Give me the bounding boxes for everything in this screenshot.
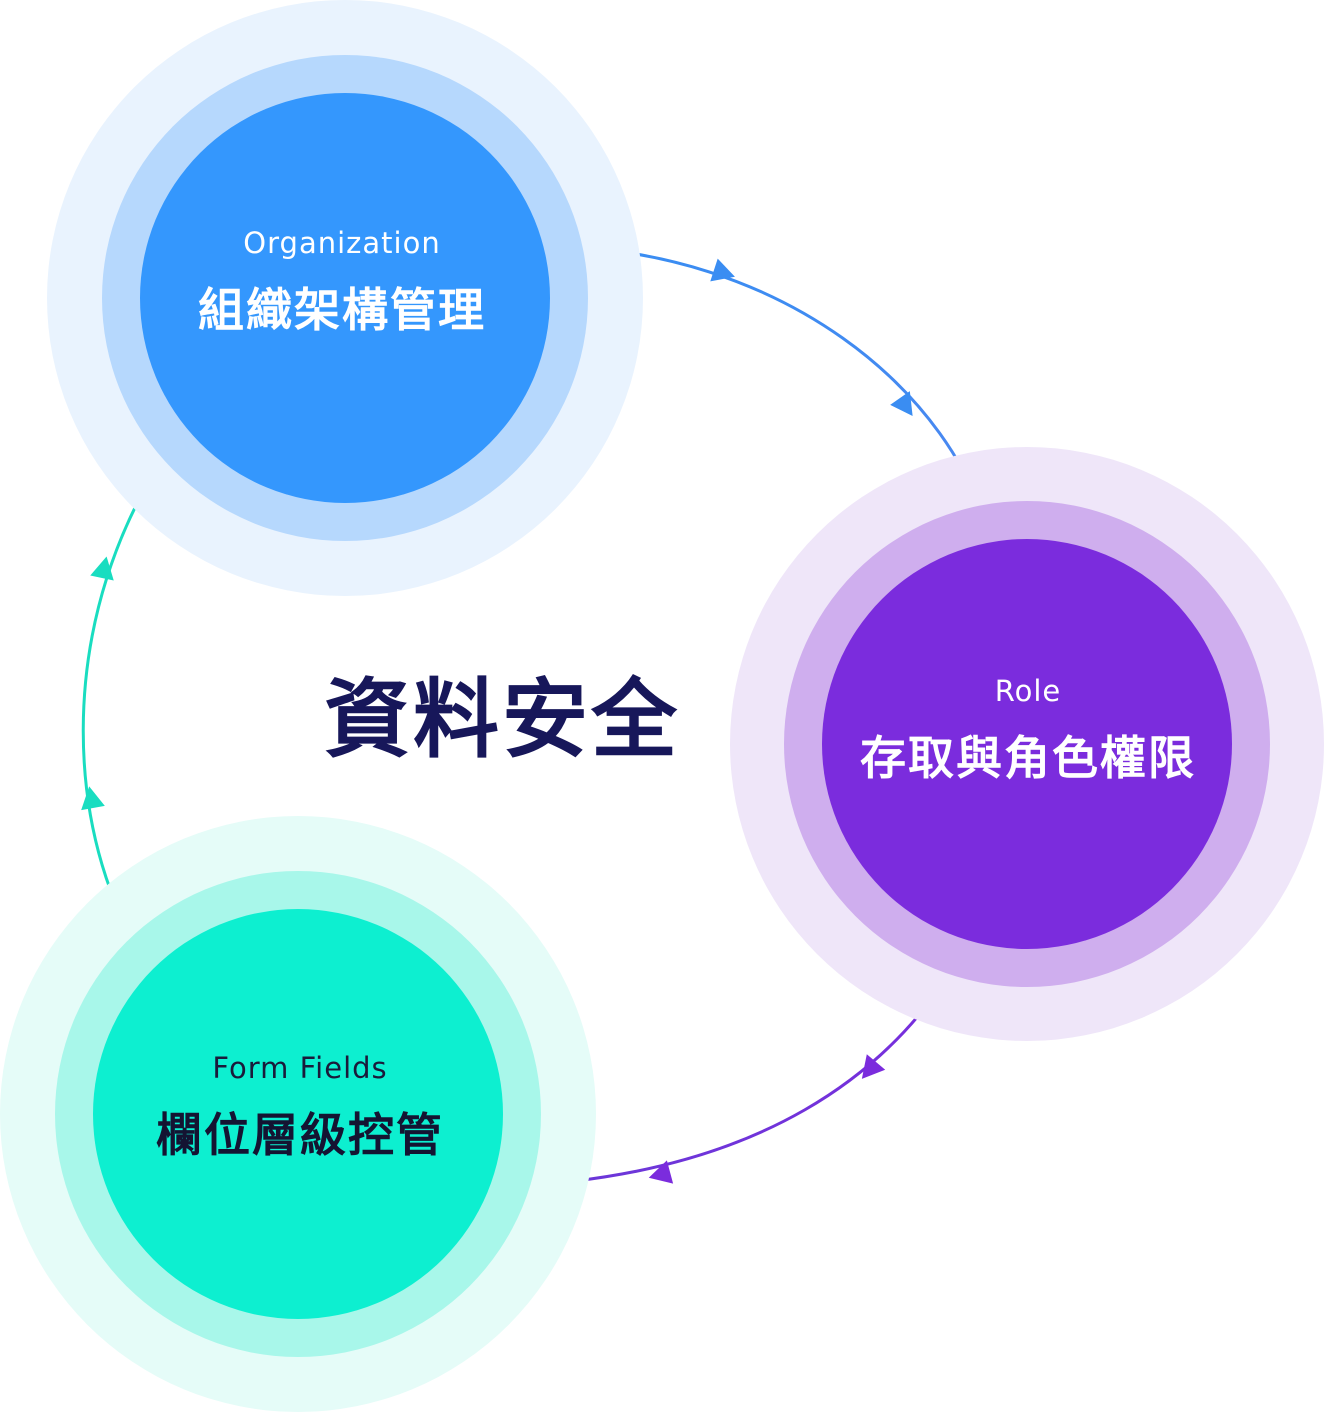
node-form-fields: Form Fields 欄位層級控管 — [0, 816, 596, 1412]
form-fields-label-zh: 欄位層級控管 — [156, 1108, 444, 1162]
arrowhead-role-form-2 — [648, 1160, 674, 1184]
center-title: 資料安全 — [324, 670, 680, 770]
arrowhead-form-org-1 — [81, 786, 105, 811]
organization-core-circle — [140, 93, 550, 503]
arrowhead-org-role-2 — [890, 391, 913, 417]
role-core-circle — [822, 539, 1232, 949]
role-label-en: Role — [995, 674, 1062, 708]
arrowhead-org-role-1 — [710, 258, 735, 282]
role-label-zh: 存取與角色權限 — [860, 731, 1196, 785]
arrowheads — [81, 258, 913, 1184]
form-fields-label-en: Form Fields — [212, 1051, 387, 1085]
arrowhead-form-org-2 — [90, 556, 114, 581]
organization-label-en: Organization — [243, 226, 440, 260]
node-organization: Organization 組織架構管理 — [47, 0, 643, 596]
form-fields-core-circle — [93, 909, 503, 1319]
arrowhead-role-form-1 — [861, 1054, 886, 1079]
node-role: Role 存取與角色權限 — [730, 447, 1324, 1041]
organization-label-zh: 組織架構管理 — [198, 283, 486, 337]
